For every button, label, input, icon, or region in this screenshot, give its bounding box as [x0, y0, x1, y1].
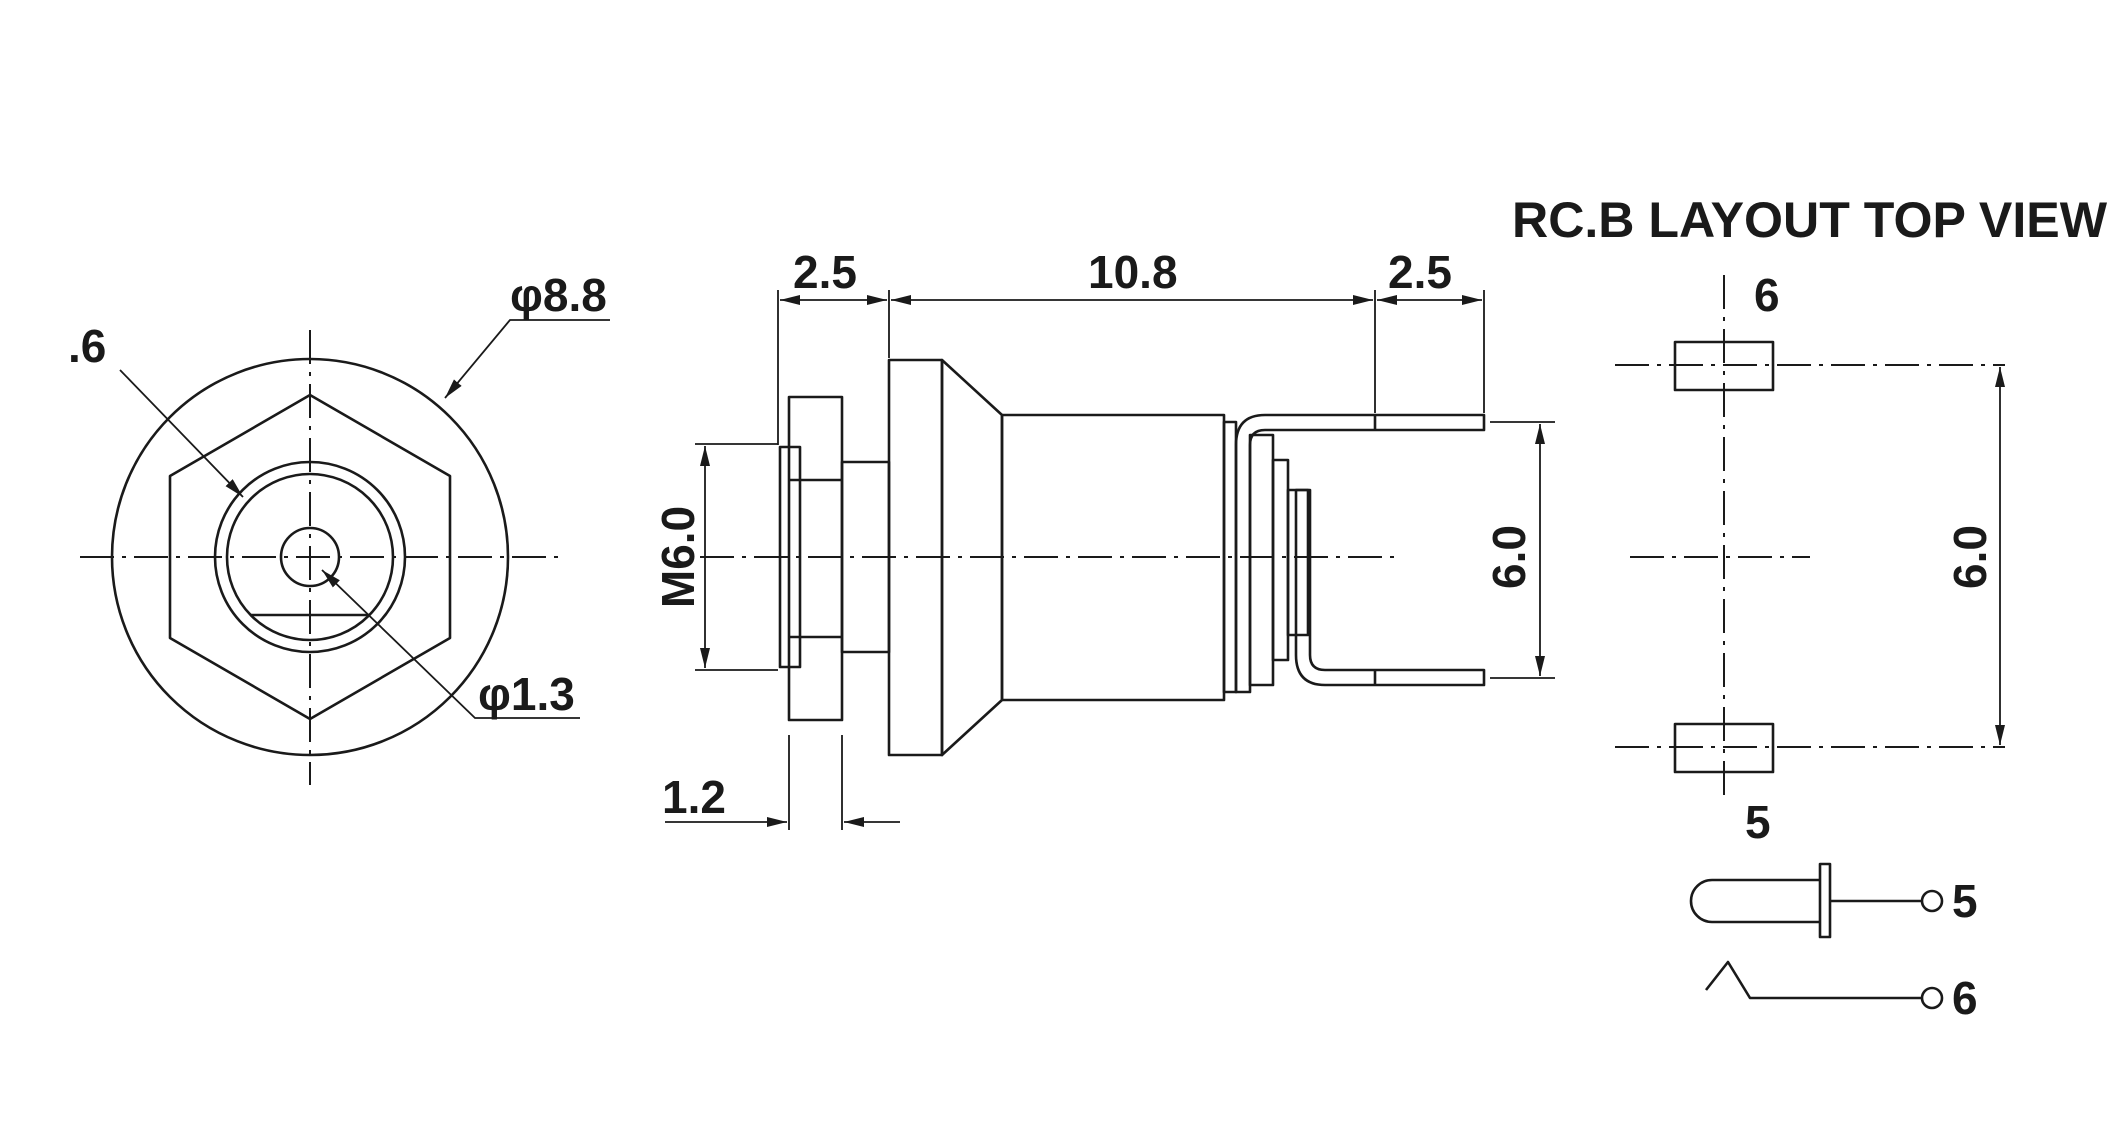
outer-diameter-label: φ8.8 — [510, 269, 607, 321]
plug-symbol — [1689, 878, 1820, 924]
schematic-symbol: 5 6 — [1689, 862, 1978, 1024]
dim-2-5-left-label: 2.5 — [793, 246, 857, 298]
plug-collar — [1818, 862, 1832, 939]
outer-diameter-leader — [444, 319, 610, 399]
socket-ring-inner — [225, 472, 395, 642]
pin-5-label: 5 — [1952, 875, 1978, 927]
top-terminal — [1234, 413, 1486, 694]
hex-nut-side — [787, 395, 844, 722]
pin-diameter-leader — [321, 569, 580, 719]
inner-diameter-leader — [119, 369, 244, 498]
center-pin — [279, 526, 341, 588]
dim-2-5-right-label: 2.5 — [1388, 246, 1452, 298]
socket-ring-outer — [213, 460, 407, 654]
dim-terminal-label: 6.0 — [1483, 525, 1535, 589]
pin-6-terminal — [1920, 986, 1944, 1010]
front-view: φ8.8 .6 φ1.3 — [68, 269, 610, 785]
pin-diameter-label: φ1.3 — [478, 668, 575, 720]
pin-5-terminal — [1920, 889, 1944, 913]
pad-6 — [1673, 340, 1775, 392]
pad-5 — [1673, 722, 1775, 774]
pcb-layout-view: RC.B LAYOUT TOP VIEW 6 5 6.0 — [1512, 192, 2108, 848]
hex-nut-outline — [168, 393, 452, 721]
bottom-terminal — [1294, 488, 1486, 687]
pin-6-label: 6 — [1952, 972, 1978, 1024]
rear-cap — [1271, 458, 1290, 662]
dim-flange-label: 1.2 — [662, 771, 726, 823]
rear-block — [1248, 433, 1275, 687]
side-view: 2.5 10.8 2.5 M6.0 6.0 1.2 — [652, 246, 1555, 830]
switch-contact-symbol — [1704, 960, 1922, 1000]
dim-pad-spacing-label: 6.0 — [1944, 525, 1996, 589]
pcb-layout-title: RC.B LAYOUT TOP VIEW — [1512, 192, 2108, 248]
pad-5-label: 5 — [1745, 796, 1771, 848]
rear-plate — [1286, 488, 1310, 637]
outer-circle — [110, 357, 510, 757]
inner-diameter-label: .6 — [68, 320, 106, 372]
dim-10-8-label: 10.8 — [1088, 246, 1178, 298]
pad-6-label: 6 — [1754, 269, 1780, 321]
dim-thread-label: M6.0 — [652, 506, 704, 608]
